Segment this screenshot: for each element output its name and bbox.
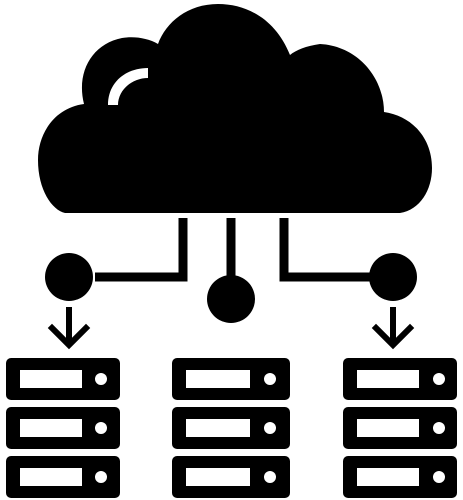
left-network-node xyxy=(45,253,93,301)
right-down-arrow-icon xyxy=(371,307,415,350)
right-connector-line xyxy=(279,218,370,282)
right-server-rack-icon xyxy=(343,358,457,498)
center-server-rack-icon xyxy=(172,358,290,498)
left-connector-line xyxy=(95,218,188,282)
right-network-node xyxy=(369,253,417,301)
left-server-rack-icon xyxy=(6,358,120,498)
cloud-icon xyxy=(38,4,432,213)
left-down-arrow-icon xyxy=(47,307,91,350)
center-network-node xyxy=(207,275,255,323)
cloud-highlight xyxy=(108,68,148,105)
network-connector-lines xyxy=(95,218,370,282)
